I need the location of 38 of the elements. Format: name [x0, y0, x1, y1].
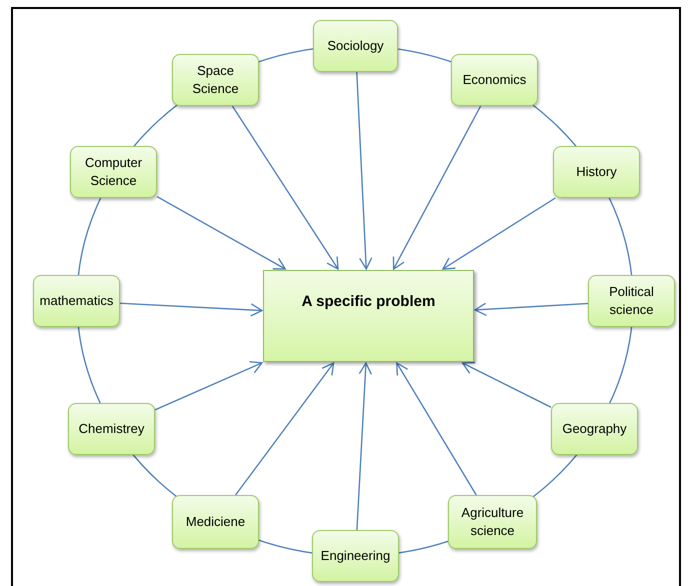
discipline-label: Mediciene: [186, 513, 246, 531]
arrow: [356, 72, 372, 270]
discipline-label: Computer Science: [84, 154, 144, 190]
arrow: [120, 302, 263, 317]
discipline-box: [172, 495, 259, 549]
discipline-label: Engineering: [320, 547, 390, 565]
discipline-box: [448, 495, 537, 549]
arrow: [396, 362, 477, 496]
discipline-label: Sociology: [327, 37, 384, 55]
discipline-box: [451, 54, 538, 106]
discipline-label: Space Science: [191, 62, 240, 98]
arrow: [442, 197, 556, 270]
arrow: [392, 106, 482, 270]
arrow: [356, 362, 372, 530]
arrow: [154, 361, 263, 410]
discipline-label: Geography: [562, 420, 627, 438]
discipline-box: [70, 146, 157, 198]
discipline-label: History: [576, 163, 617, 181]
problem-title: A specific problem: [302, 292, 436, 312]
arrow: [462, 362, 552, 408]
discipline-label: Agriculture science: [460, 504, 525, 540]
arrow: [232, 106, 339, 270]
arrow: [474, 302, 588, 316]
arrow: [235, 362, 334, 496]
discipline-box: [33, 275, 120, 327]
discipline-box: [313, 20, 398, 72]
discipline-box: [172, 54, 259, 106]
arrow: [156, 196, 286, 270]
discipline-label: Chemistrey: [78, 420, 144, 438]
discipline-label: Political science: [608, 283, 655, 319]
discipline-label: mathematics: [40, 292, 114, 310]
problem-box: [263, 270, 474, 362]
discipline-box: [68, 403, 155, 455]
discipline-box: [553, 146, 640, 198]
discipline-box: [312, 530, 399, 582]
discipline-box: [551, 403, 638, 455]
discipline-box: [588, 275, 675, 327]
discipline-label: Economics: [462, 71, 526, 89]
